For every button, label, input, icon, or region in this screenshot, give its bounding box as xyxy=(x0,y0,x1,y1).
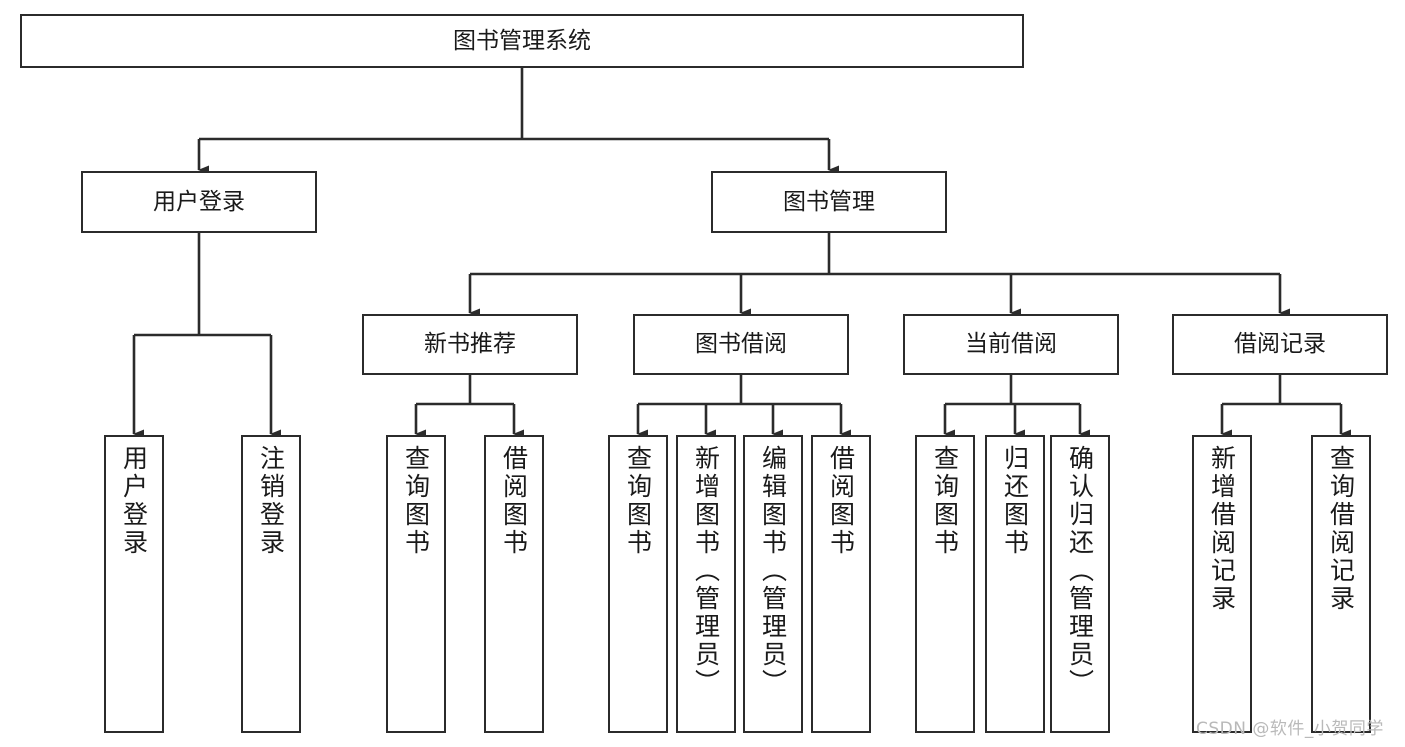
node-label-leaf-query-book-borrow: 查询图书 xyxy=(623,445,653,557)
node-label-leaf-logout: 注销登录 xyxy=(256,445,286,557)
node-leaf-logout[interactable]: 注销登录 xyxy=(241,435,301,733)
node-label-leaf-query-borrow-record: 查询借阅记录 xyxy=(1326,445,1356,613)
node-leaf-borrow-book-recommend[interactable]: 借阅图书 xyxy=(484,435,544,733)
node-label-leaf-query-book-current: 查询图书 xyxy=(930,445,960,557)
node-leaf-query-book-borrow[interactable]: 查询图书 xyxy=(608,435,668,733)
node-leaf-query-book-recommend[interactable]: 查询图书 xyxy=(386,435,446,733)
node-root[interactable]: 图书管理系统 xyxy=(20,14,1024,68)
node-label-book-borrow: 图书借阅 xyxy=(695,331,787,358)
node-book-borrow[interactable]: 图书借阅 xyxy=(633,314,849,375)
node-label-user-login: 用户登录 xyxy=(153,188,245,215)
node-label-leaf-return-book: 归还图书 xyxy=(1000,445,1030,557)
node-leaf-add-borrow-record[interactable]: 新增借阅记录 xyxy=(1192,435,1252,733)
node-book-management[interactable]: 图书管理 xyxy=(711,171,947,233)
node-label-leaf-add-borrow-record: 新增借阅记录 xyxy=(1207,445,1237,613)
node-label-leaf-add-book-admin: 新增图书（管理员） xyxy=(691,445,721,697)
node-user-login[interactable]: 用户登录 xyxy=(81,171,317,233)
node-leaf-query-borrow-record[interactable]: 查询借阅记录 xyxy=(1311,435,1371,733)
node-leaf-query-book-current[interactable]: 查询图书 xyxy=(915,435,975,733)
node-leaf-user-login[interactable]: 用户登录 xyxy=(104,435,164,733)
node-label-root: 图书管理系统 xyxy=(453,27,591,54)
node-label-leaf-query-book-recommend: 查询图书 xyxy=(401,445,431,557)
connector-lines xyxy=(132,68,1351,439)
node-label-new-book-recommend: 新书推荐 xyxy=(424,331,516,358)
node-leaf-edit-book-admin[interactable]: 编辑图书（管理员） xyxy=(743,435,803,733)
node-label-borrow-records: 借阅记录 xyxy=(1234,331,1326,358)
node-current-borrow[interactable]: 当前借阅 xyxy=(903,314,1119,375)
node-leaf-return-book[interactable]: 归还图书 xyxy=(985,435,1045,733)
node-label-book-management: 图书管理 xyxy=(783,188,875,215)
node-label-leaf-confirm-return-admin: 确认归还（管理员） xyxy=(1065,445,1095,697)
node-borrow-records[interactable]: 借阅记录 xyxy=(1172,314,1388,375)
node-label-leaf-borrow-book: 借阅图书 xyxy=(826,445,856,557)
node-label-leaf-borrow-book-recommend: 借阅图书 xyxy=(499,445,529,557)
csdn-watermark: CSDN @软件_小贺同学 xyxy=(1196,719,1384,739)
node-label-leaf-edit-book-admin: 编辑图书（管理员） xyxy=(758,445,788,697)
node-leaf-borrow-book[interactable]: 借阅图书 xyxy=(811,435,871,733)
node-leaf-confirm-return-admin[interactable]: 确认归还（管理员） xyxy=(1050,435,1110,733)
node-label-current-borrow: 当前借阅 xyxy=(965,331,1057,358)
node-label-leaf-user-login: 用户登录 xyxy=(119,445,149,557)
node-leaf-add-book-admin[interactable]: 新增图书（管理员） xyxy=(676,435,736,733)
node-new-book-recommend[interactable]: 新书推荐 xyxy=(362,314,578,375)
